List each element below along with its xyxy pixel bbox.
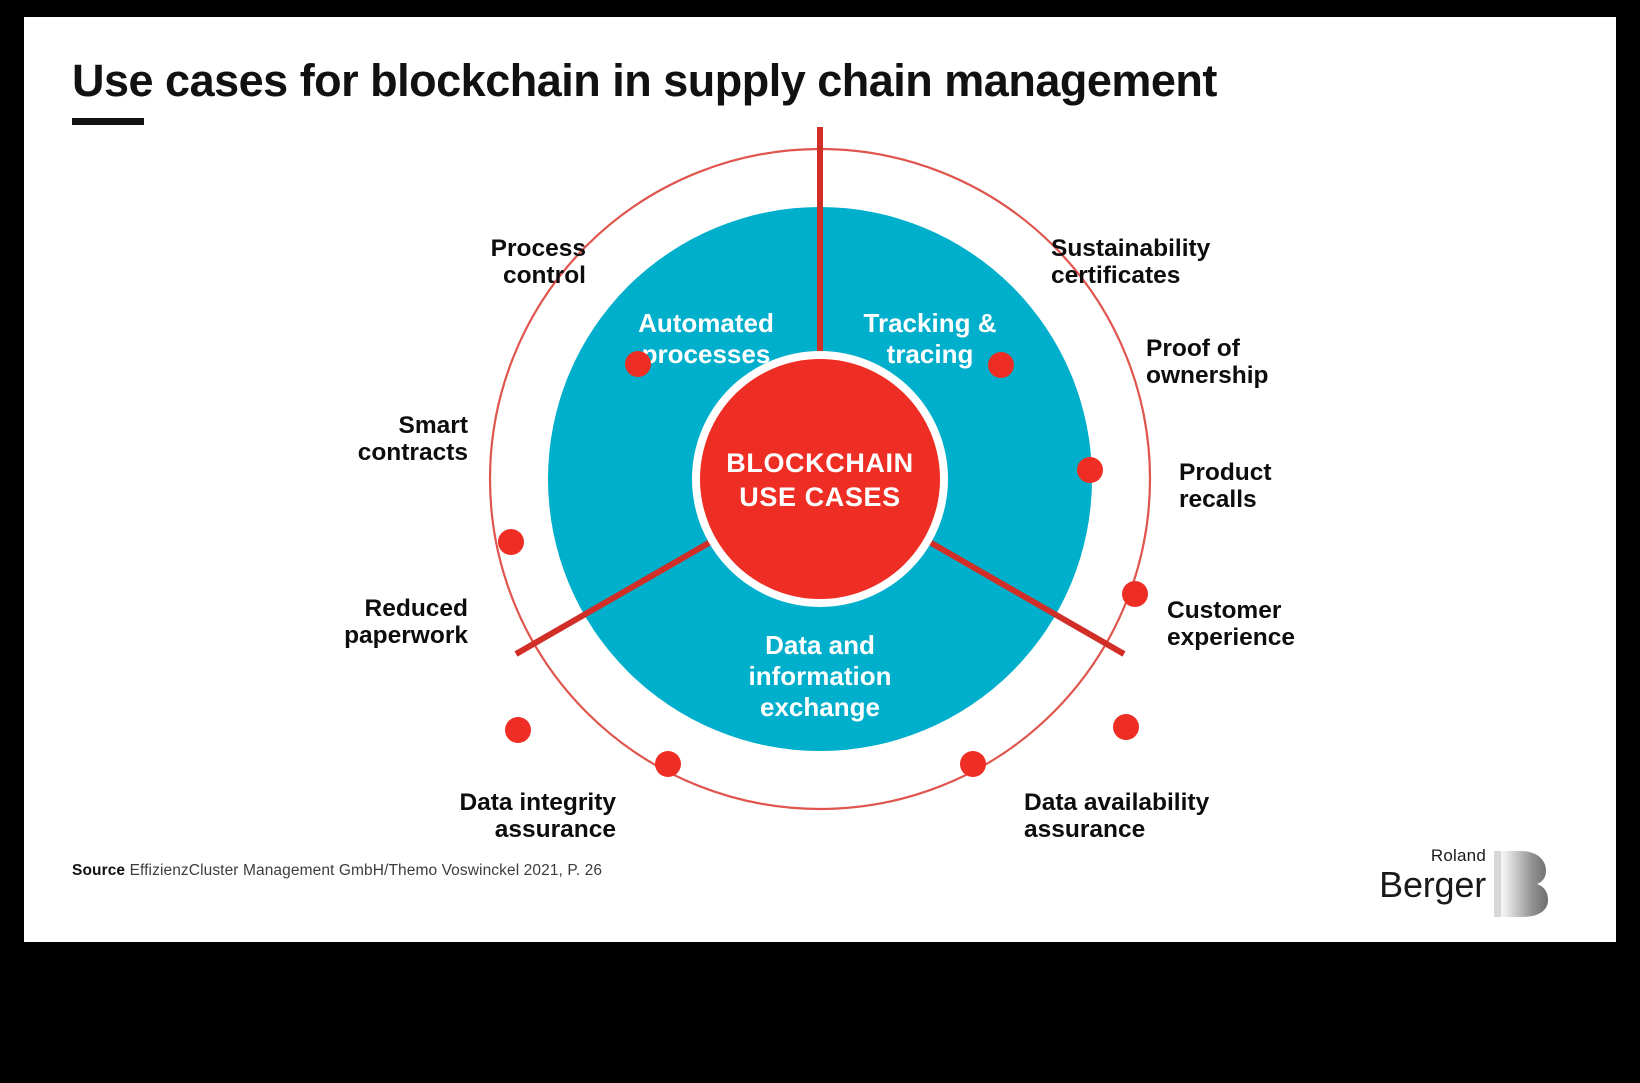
outer-label-reduced-paperwork[interactable]: Reduced paperwork [344,595,468,650]
node-dot-data-availability-assurance[interactable] [960,751,986,777]
segment-label-data-information-exchange: Data and information exchange [749,630,892,722]
svg-text:tracing: tracing [887,339,974,369]
logo-line-berger: Berger [1379,864,1486,905]
outer-label-data-integrity-assurance[interactable]: Data integrity assurance [459,789,616,844]
source-label: Source [72,862,126,879]
diagram-svg: BLOCKCHAIN USE CASES Automated processes… [488,127,1152,811]
outer-label-process-control[interactable]: Process control [490,235,586,290]
roland-berger-logo: Roland Berger [1379,847,1548,919]
logo-wordmark: Roland Berger [1379,847,1486,904]
center-circle [700,359,940,599]
node-dot-product-recalls[interactable] [1122,581,1148,607]
svg-text:Automated: Automated [638,308,774,338]
node-dot-customer-experience[interactable] [1113,714,1139,740]
segment-label-tracking-tracing: Tracking & tracing [864,308,997,369]
outer-label-proof-of-ownership[interactable]: Proof of ownership [1146,335,1269,390]
center-label-line1: BLOCKCHAIN [726,448,914,478]
svg-text:processes: processes [642,339,771,369]
svg-text:exchange: exchange [760,692,880,722]
outer-node-dots [498,351,1148,777]
page-title: Use cases for blockchain in supply chain… [72,55,1217,106]
svg-text:information: information [749,661,892,691]
center-label-line2: USE CASES [739,482,900,512]
outer-label-product-recalls[interactable]: Product recalls [1179,459,1272,514]
title-block: Use cases for blockchain in supply chain… [72,55,1372,126]
outer-label-smart-contracts[interactable]: Smart contracts [357,412,468,467]
logo-b-mark-icon [1494,851,1548,917]
node-dot-smart-contracts[interactable] [498,529,524,555]
segment-label-automated-processes: Automated processes [638,308,774,369]
blockchain-use-cases-diagram: BLOCKCHAIN USE CASES Automated processes… [24,127,1616,847]
outer-label-sustainability-certificates[interactable]: Sustainability certificates [1051,235,1211,290]
svg-text:Tracking &: Tracking & [864,308,997,338]
node-dot-reduced-paperwork[interactable] [505,717,531,743]
node-dot-data-integrity-assurance[interactable] [655,751,681,777]
logo-line-roland: Roland [1430,846,1486,865]
slide-canvas: Use cases for blockchain in supply chain… [24,17,1616,942]
node-dot-proof-of-ownership[interactable] [1077,457,1103,483]
svg-text:Data and: Data and [765,630,875,660]
outer-label-data-availability-assurance[interactable]: Data availability assurance [1024,789,1210,844]
node-dot-sustainability-certificates[interactable] [988,352,1014,378]
node-dot-process-control[interactable] [625,351,651,377]
source-text: EffizienzCluster Management GmbH/Themo V… [129,862,603,879]
title-underline-rule [72,118,144,126]
source-line: Source EffizienzCluster Management GmbH/… [72,862,602,880]
outer-label-customer-experience[interactable]: Customer experience [1167,597,1296,652]
